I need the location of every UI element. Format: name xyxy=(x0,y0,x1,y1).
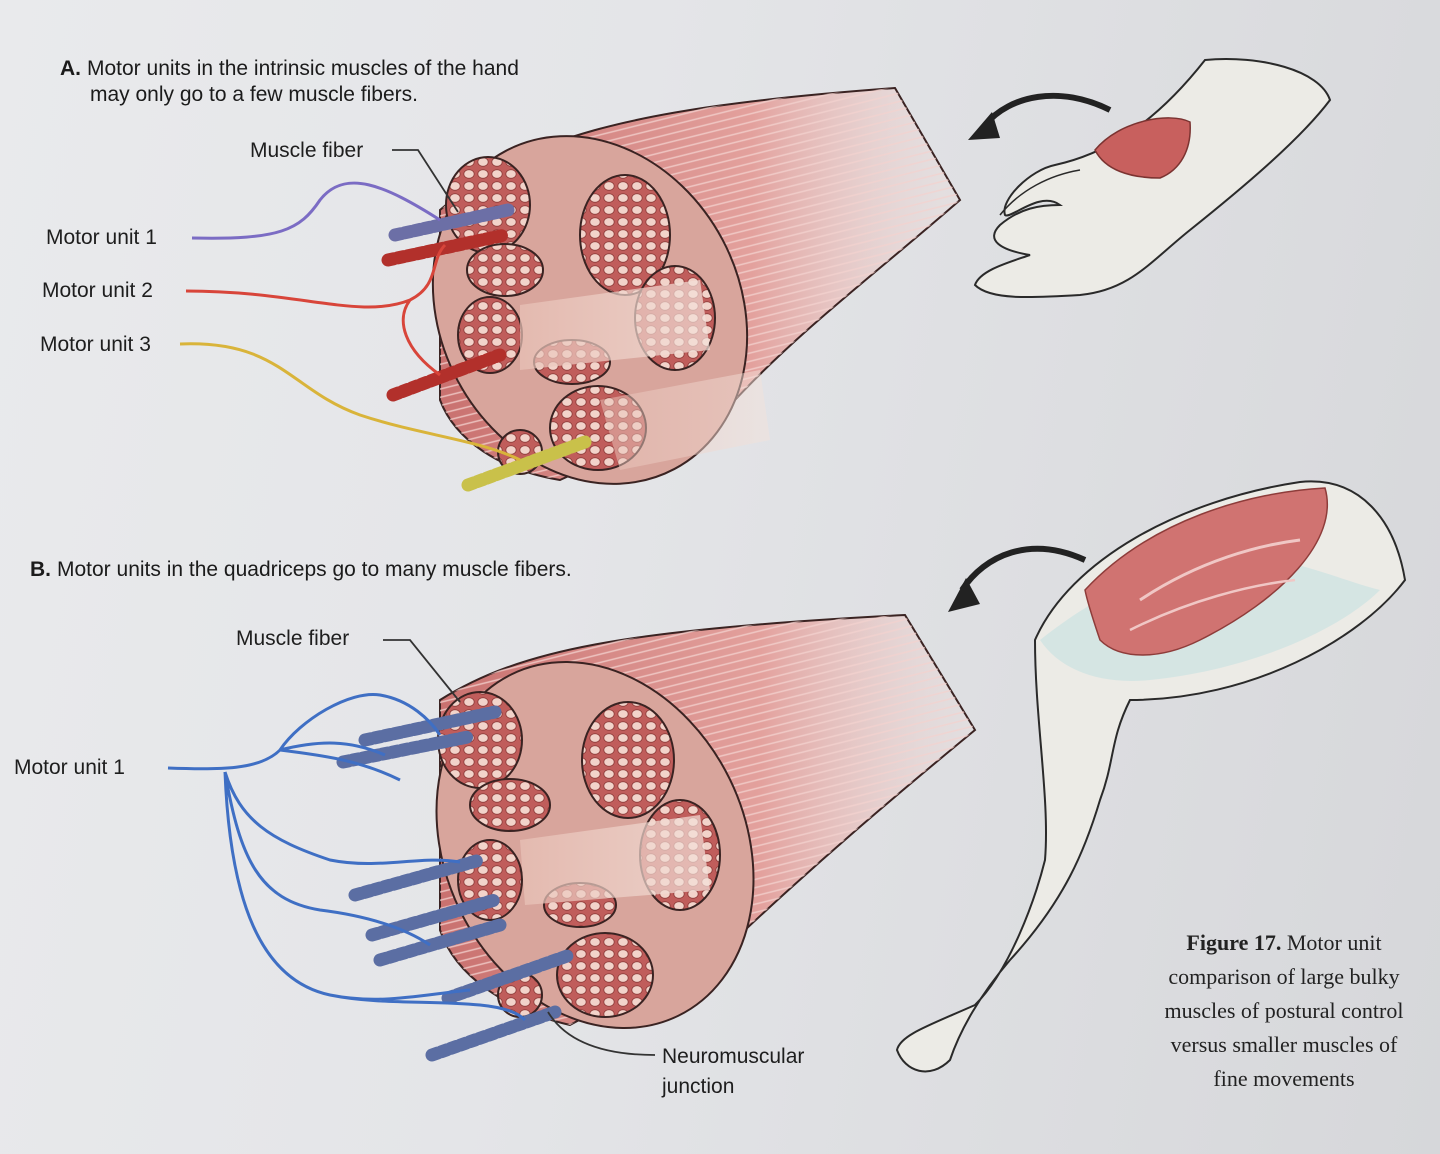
caption-line3: muscles of postural control xyxy=(1164,998,1404,1023)
caption-line1-text: Motor unit xyxy=(1286,930,1382,955)
caption-figure-number: Figure 17. xyxy=(1186,930,1282,955)
neuromuscular-junction-label: Neuromuscular junction xyxy=(662,1042,804,1102)
muscle-fiber-leader-b xyxy=(383,639,461,703)
muscle-fiber-label-a: Muscle fiber xyxy=(250,139,364,162)
motor-unit-1-nerve-a xyxy=(191,181,441,240)
motor-unit-3-nerve-a xyxy=(179,342,521,462)
junction-leader-b xyxy=(547,1011,656,1056)
panel-b-heading: B. Motor units in the quadriceps go to ma… xyxy=(30,557,572,582)
panel-a-heading: A. Motor units in the intrinsic muscles o… xyxy=(60,56,519,81)
junction-label-line2: junction xyxy=(662,1075,735,1098)
junction-label-line1: Neuromuscular xyxy=(662,1045,805,1068)
motor-unit-1-nerve-b xyxy=(167,692,527,1022)
fiber-rods-a xyxy=(381,203,592,492)
panel-a-letter: A. xyxy=(60,57,81,80)
leg-illustration xyxy=(895,480,1407,1073)
caption-line2: comparison of large bulky xyxy=(1168,964,1400,989)
caption-line4: versus smaller muscles of xyxy=(1170,1032,1398,1057)
motor-unit-1-label-a: Motor unit 1 xyxy=(46,226,157,249)
motor-unit-3-label-a: Motor unit 3 xyxy=(40,333,151,356)
curved-arrow-a xyxy=(982,92,1112,127)
muscle-bundle-a xyxy=(431,86,962,485)
panel-a-heading-line1: Motor units in the intrinsic muscles of … xyxy=(87,57,519,80)
hand-illustration xyxy=(973,58,1332,299)
caption-line5: fine movements xyxy=(1213,1066,1355,1091)
panel-b-heading-text: Motor units in the quadriceps go to many… xyxy=(57,558,572,581)
muscle-bundle-b xyxy=(435,613,977,1029)
fiber-rods-b xyxy=(336,705,577,1062)
motor-unit-2-label-a: Motor unit 2 xyxy=(42,279,153,302)
motor-unit-1-label-b: Motor unit 1 xyxy=(14,756,125,779)
curved-arrow-b xyxy=(959,545,1087,592)
figure-caption: Figure 17. Motor unit comparison of larg… xyxy=(1128,926,1440,1096)
panel-b-letter: B. xyxy=(30,558,51,581)
panel-a-heading-line2: may only go to a few muscle fibers. xyxy=(90,83,418,106)
caption-line1: Figure 17. Motor unit xyxy=(1128,926,1440,960)
motor-unit-2-nerve-a xyxy=(185,243,447,377)
muscle-fiber-label-b: Muscle fiber xyxy=(236,627,350,650)
muscle-fiber-leader-a xyxy=(392,149,459,213)
